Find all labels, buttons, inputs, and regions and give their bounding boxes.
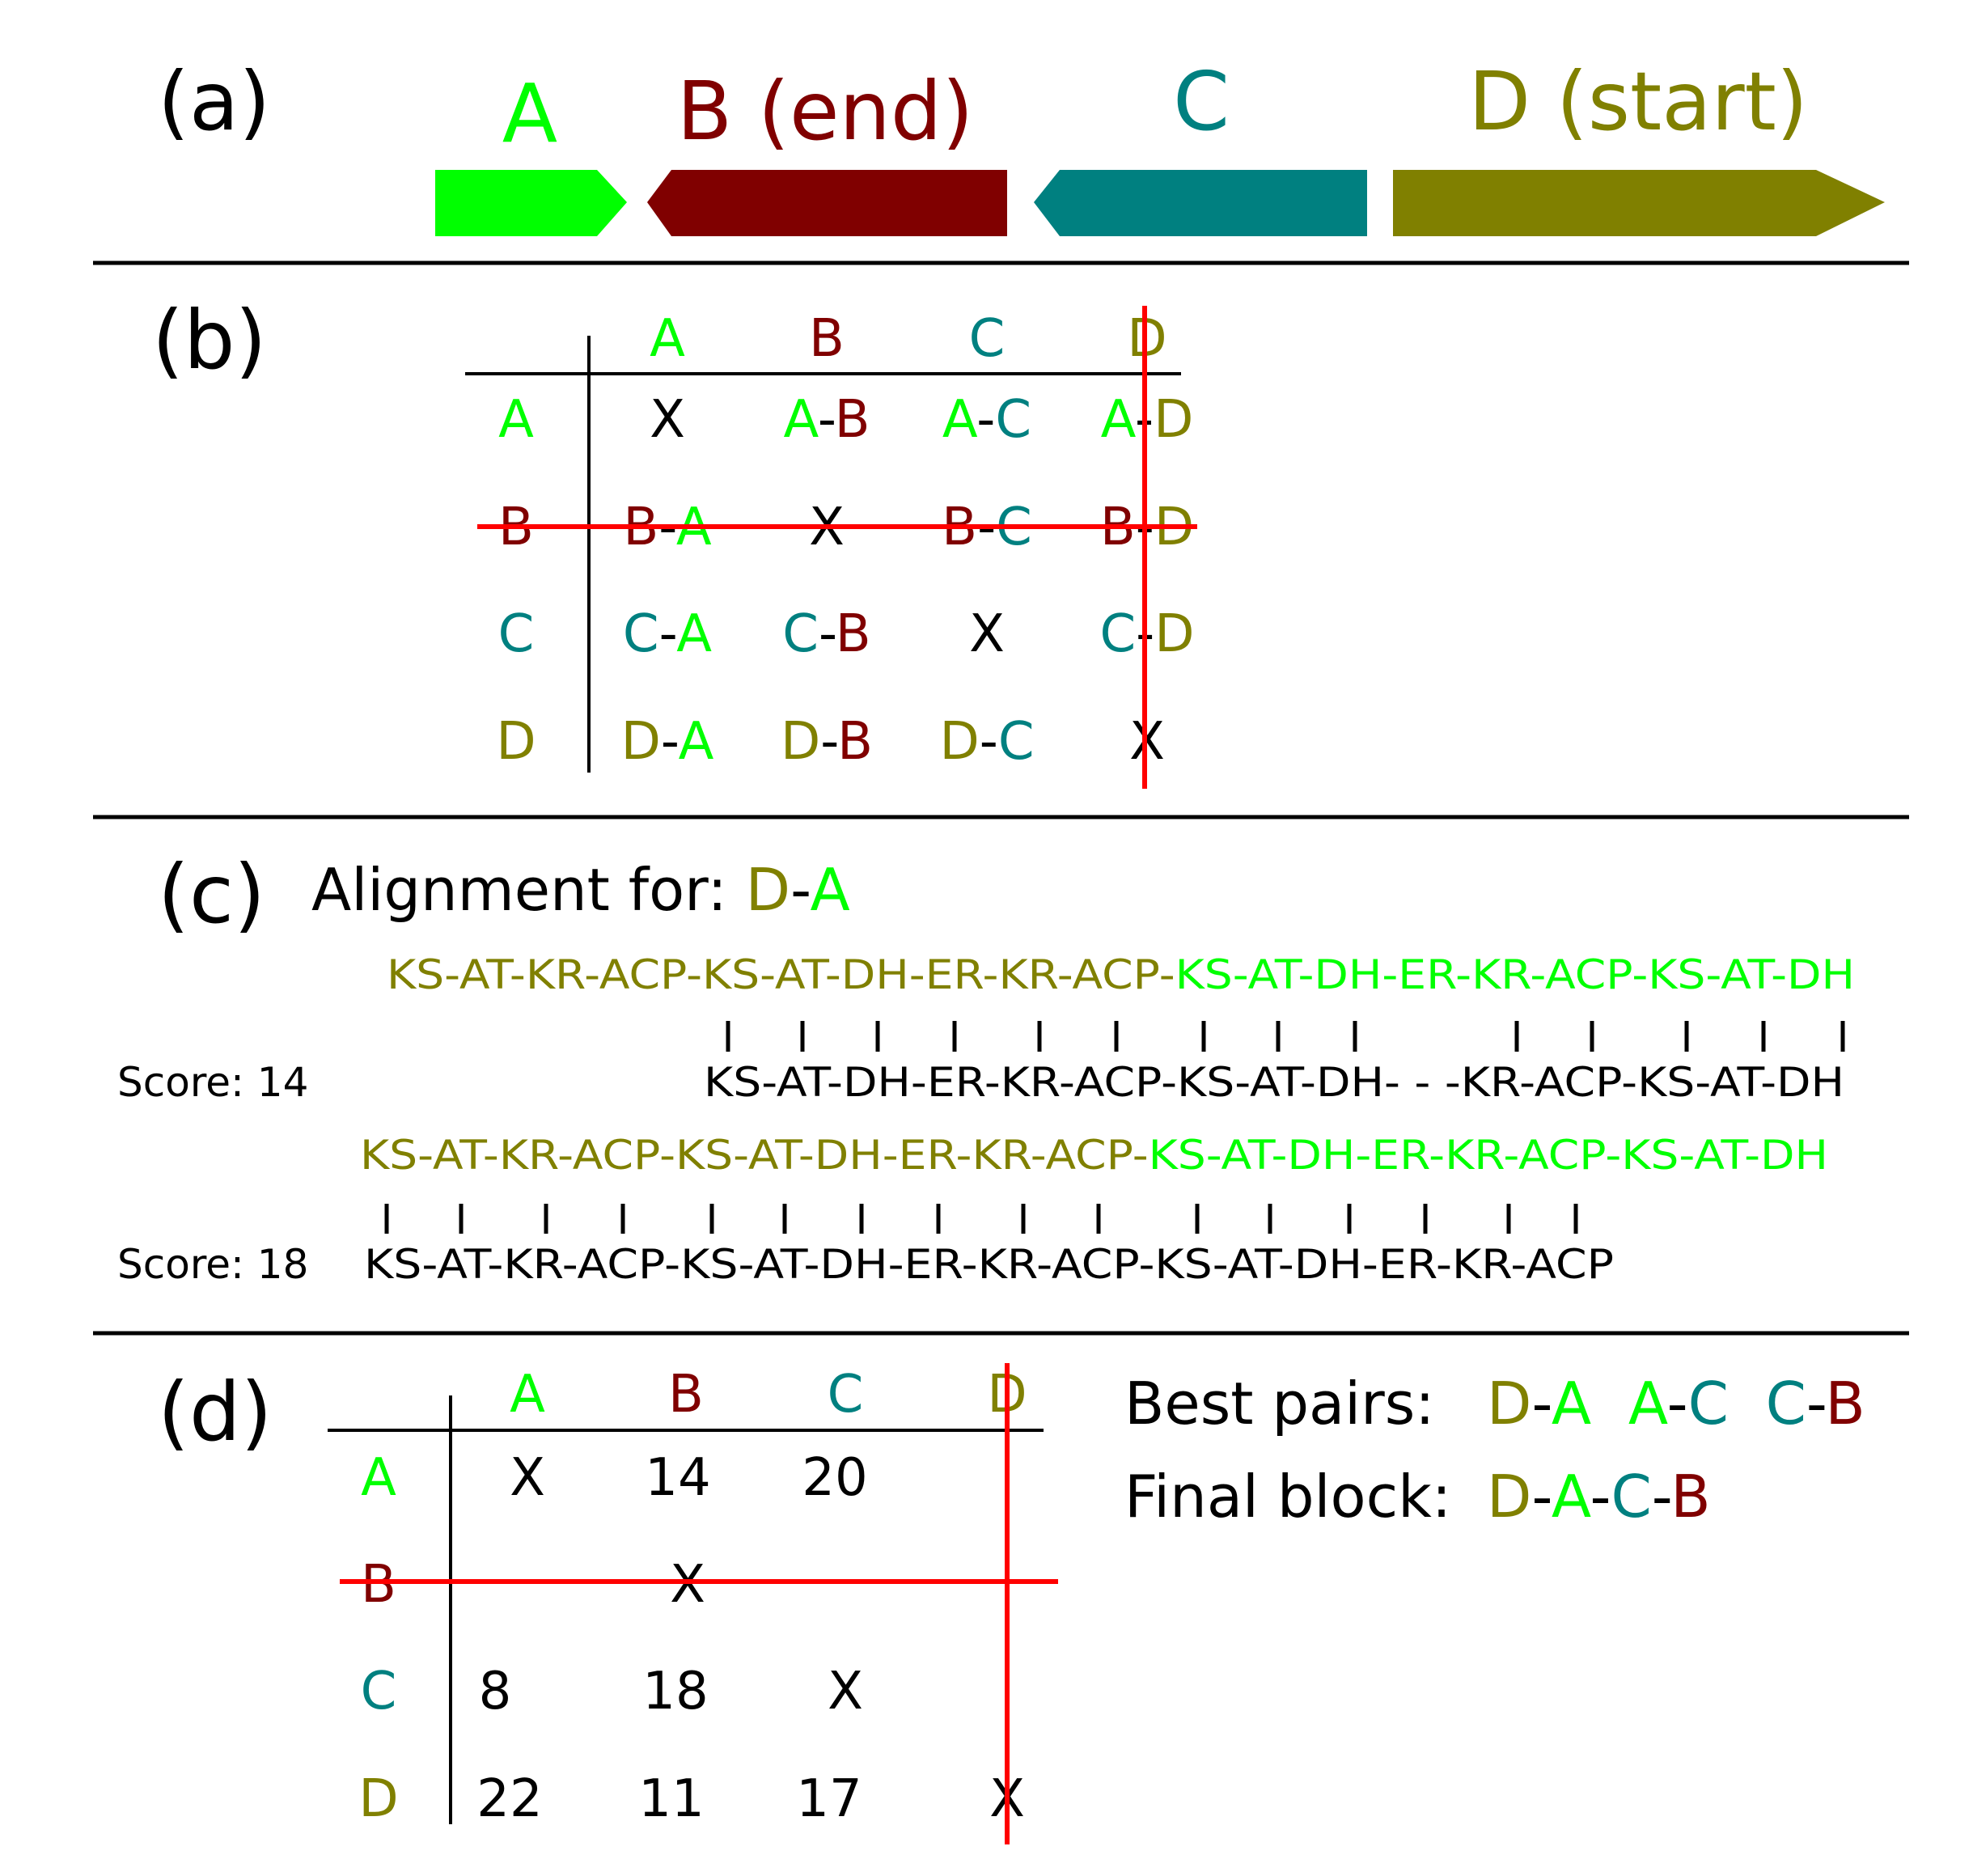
matrix-b-col-header: B bbox=[809, 309, 845, 369]
final-block: D-A-C-B bbox=[1487, 1463, 1711, 1531]
matrix-b-cell: C-D bbox=[1099, 604, 1194, 664]
matrix-b-cell: D-C bbox=[939, 712, 1034, 772]
panel-d-results: Best pairs: D-A A-C C-B Final block: D-A… bbox=[1124, 1370, 1865, 1531]
matrix-d-cell: 20 bbox=[802, 1448, 867, 1508]
matrix-b-row-header: A bbox=[498, 390, 534, 450]
panel-b-matrix: ABCDAXA-BA-CA-DBB-AXB-CB-DCC-AC-BXC-DDD-… bbox=[465, 306, 1197, 789]
alignment-pair-second: A bbox=[811, 856, 850, 924]
matrix-b-cell: A-C bbox=[942, 390, 1031, 450]
panel-c: Alignment for: D-A KS-AT-KR-ACP-KS-AT-DH… bbox=[117, 856, 1855, 1288]
matrix-d-cell: 17 bbox=[796, 1769, 862, 1829]
alignment-1-match-ticks bbox=[726, 1021, 1845, 1052]
matrix-b-cell: C-B bbox=[782, 604, 870, 664]
best-pairs-label: Best pairs: bbox=[1124, 1370, 1435, 1438]
gene-d-arrow bbox=[1393, 170, 1885, 236]
panel-b-label: (b) bbox=[152, 293, 267, 387]
matrix-b-col-header: A bbox=[650, 309, 685, 369]
matrix-d-col-header: B bbox=[668, 1365, 704, 1425]
matrix-d-cell: 11 bbox=[638, 1769, 704, 1829]
matrix-b-cell: A-B bbox=[783, 390, 870, 450]
matrix-d-cell: 8 bbox=[479, 1662, 512, 1721]
alignment-2-top: KS-AT-KR-ACP-KS-AT-DH-ER-KR-ACP-KS-AT-DH… bbox=[360, 1132, 1828, 1179]
matrix-d-row-header: D bbox=[358, 1769, 398, 1829]
gene-c-arrow bbox=[1034, 170, 1367, 236]
gene-a-arrow bbox=[435, 170, 627, 236]
panel-d-label: (d) bbox=[158, 1365, 273, 1459]
matrix-d-cell: X bbox=[670, 1555, 705, 1615]
gene-a-name: A bbox=[502, 66, 557, 161]
alignment-2-bottom: KS-AT-KR-ACP-KS-AT-DH-ER-KR-ACP-KS-AT-DH… bbox=[364, 1241, 1614, 1288]
matrix-d-cell: X bbox=[828, 1662, 863, 1721]
panel-d-matrix: ABCDAX1420BXC818XD221117X bbox=[328, 1363, 1058, 1844]
matrix-d-row-header: B bbox=[361, 1555, 396, 1615]
alignment-pair-first: D bbox=[746, 856, 790, 924]
matrix-d-row-header: C bbox=[361, 1662, 397, 1721]
matrix-d-row-header: A bbox=[361, 1448, 396, 1508]
alignment-1-score: Score: 14 bbox=[117, 1059, 308, 1106]
gene-b-arrow bbox=[647, 170, 1007, 236]
alignment-1-bottom: KS-AT-DH-ER-KR-ACP-KS-AT-DH- - -KR-ACP-K… bbox=[704, 1059, 1844, 1106]
matrix-d-cell: 14 bbox=[645, 1448, 710, 1508]
alignment-1-top: KS-AT-KR-ACP-KS-AT-DH-ER-KR-ACP-KS-AT-DH… bbox=[387, 951, 1855, 998]
alignment-title: Alignment for: D-A bbox=[311, 856, 850, 924]
matrix-b-row-header: D bbox=[496, 712, 536, 772]
matrix-d-cell: 22 bbox=[476, 1769, 542, 1829]
best-pairs: D-A A-C C-B bbox=[1487, 1370, 1865, 1438]
matrix-b-col-header: C bbox=[969, 309, 1006, 369]
panel-c-label: (c) bbox=[158, 847, 265, 942]
matrix-b-cell: X bbox=[650, 390, 685, 450]
gene-c-name: C bbox=[1173, 54, 1230, 149]
panel-a: A B (end) C D (start) bbox=[435, 54, 1885, 236]
final-block-label: Final block: bbox=[1124, 1463, 1451, 1531]
matrix-b-cell: D-B bbox=[781, 712, 873, 772]
matrix-d-col-header: C bbox=[828, 1365, 864, 1425]
matrix-d-cell: 18 bbox=[642, 1662, 708, 1721]
matrix-b-cell: C-A bbox=[623, 604, 712, 664]
panel-a-label: (a) bbox=[158, 54, 270, 149]
gene-d-name: D (start) bbox=[1468, 54, 1808, 149]
matrix-d-col-header: A bbox=[510, 1365, 545, 1425]
matrix-d-cell: X bbox=[510, 1448, 545, 1508]
matrix-b-row-header: C bbox=[498, 604, 535, 664]
matrix-b-cell: D-A bbox=[621, 712, 714, 772]
matrix-b-cell: X bbox=[969, 604, 1005, 664]
alignment-2-match-ticks bbox=[384, 1204, 1578, 1234]
gene-b-name: B (end) bbox=[677, 64, 974, 159]
alignment-2-score: Score: 18 bbox=[117, 1241, 308, 1288]
